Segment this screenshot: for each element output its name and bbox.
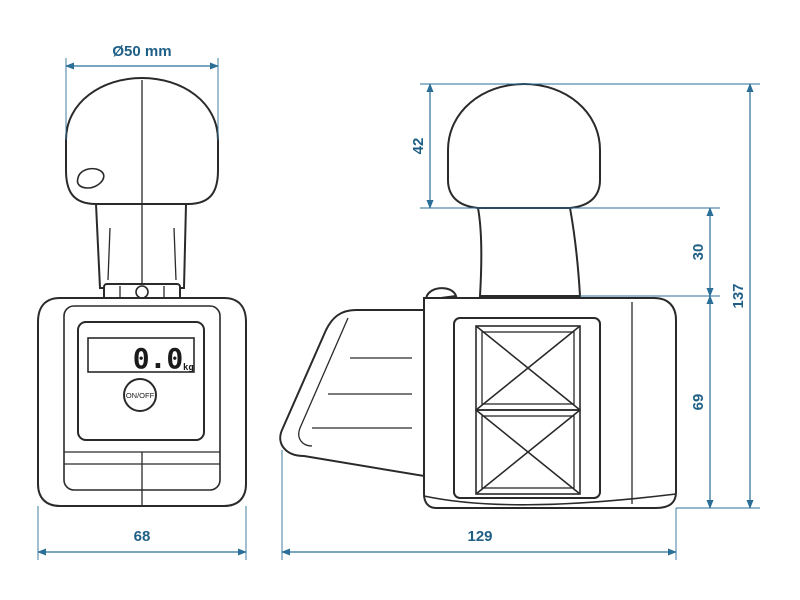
neck-height-label: 30 (690, 244, 707, 261)
side-view (279, 82, 677, 509)
front-neck (94, 203, 188, 289)
side-ball-head (447, 82, 601, 209)
body-height-label: 69 (690, 394, 707, 411)
front-ball-hole (76, 167, 105, 189)
lcd-reading: 0.0 (133, 342, 184, 375)
ball-diameter-label: Ø50 mm (112, 43, 171, 60)
lcd-unit: kg (183, 363, 194, 373)
side-panel (453, 317, 601, 499)
lcd-screen (87, 337, 195, 373)
side-neck (476, 207, 582, 297)
front-dimensions: Ø50 mm 68 (37, 43, 247, 560)
side-length-label: 129 (467, 528, 492, 545)
total-height-label: 137 (730, 283, 747, 308)
on-off-button[interactable] (123, 378, 157, 412)
front-width-label: 68 (134, 528, 151, 545)
front-view: 0.0 kg ON/OFF (37, 76, 247, 507)
on-off-button-label: ON/OFF (126, 391, 155, 400)
ball-height-label: 42 (410, 138, 427, 155)
side-dimensions: 129 42 30 69 137 (281, 83, 760, 560)
side-wedge (279, 309, 425, 478)
